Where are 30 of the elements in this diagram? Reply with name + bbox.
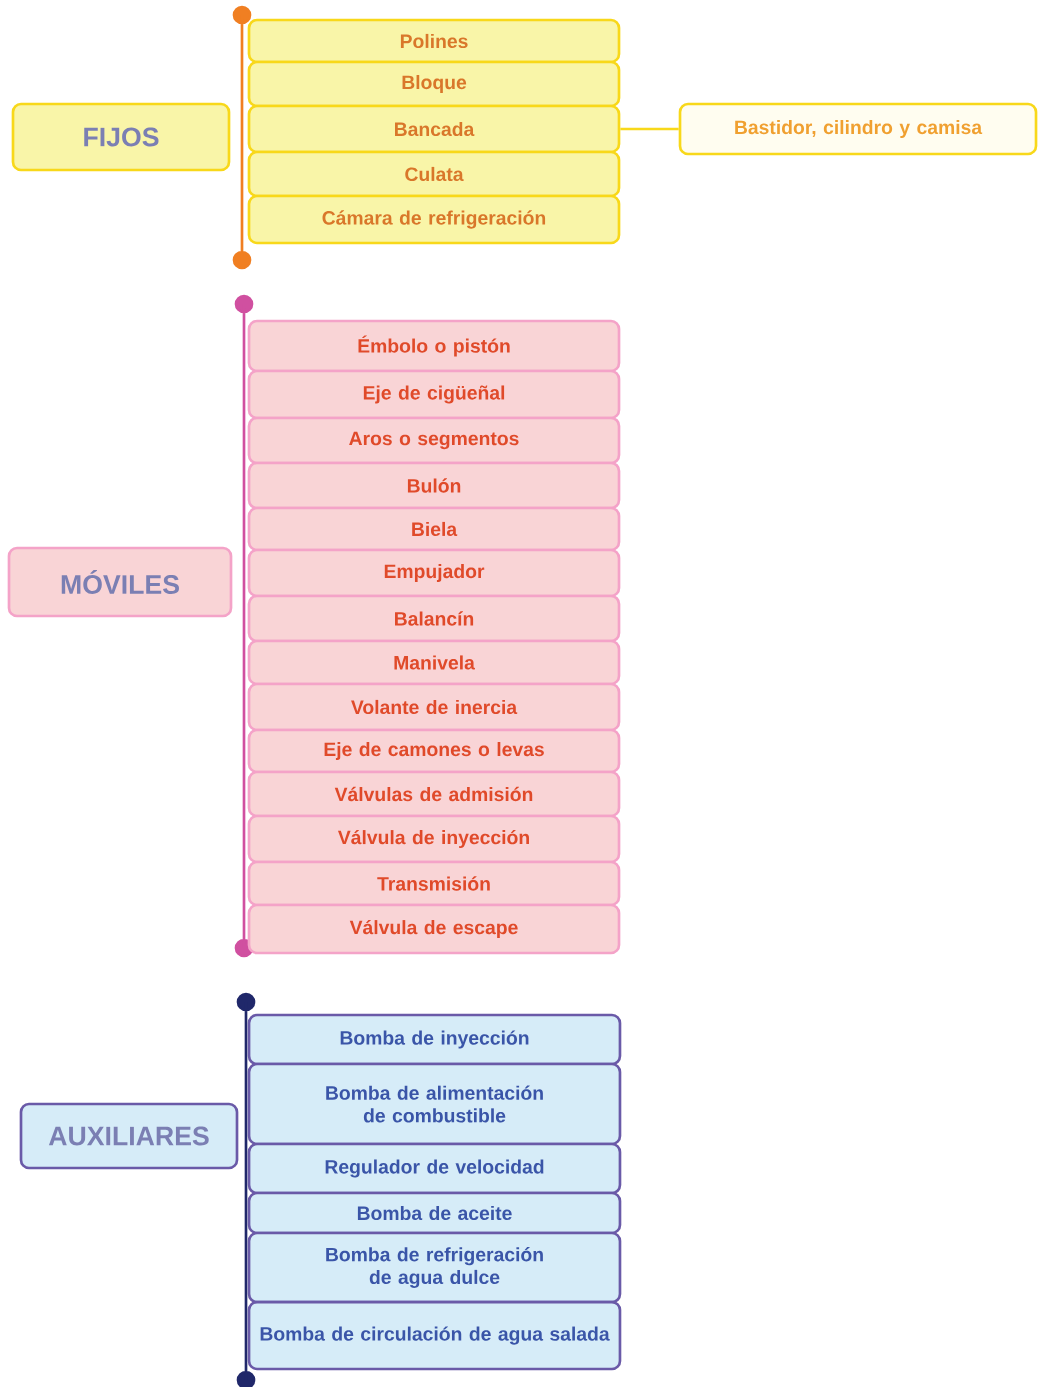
part-box: Aros o segmentos <box>247 416 621 465</box>
part-box: Polines <box>247 18 621 64</box>
category-box: MÓVILES <box>7 546 233 618</box>
category-box: FIJOS <box>11 102 231 172</box>
part-box: Bomba de refrigeración de agua dulce <box>247 1231 622 1304</box>
part-box: Válvula de inyección <box>247 814 621 864</box>
part-box: Transmisión <box>247 860 621 907</box>
part-box: Bomba de circulación de agua salada <box>247 1300 622 1371</box>
part-box: Émbolo o pistón <box>247 319 621 373</box>
part-box: Bomba de aceite <box>247 1191 622 1235</box>
part-box: Bulón <box>247 461 621 510</box>
part-box: Bloque <box>247 60 621 108</box>
part-box: Bomba de alimentación de combustible <box>247 1062 622 1146</box>
part-box: Cámara de refrigeración <box>247 194 621 245</box>
part-box: Válvula de escape <box>247 903 621 955</box>
part-box: Empujador <box>247 548 621 598</box>
part-box: Eje de camones o levas <box>247 728 621 774</box>
part-box: Bastidor, cilindro y camisa <box>678 102 1038 156</box>
part-box: Bomba de inyección <box>247 1013 622 1066</box>
category-box: AUXILIARES <box>19 1102 239 1170</box>
part-box: Válvulas de admisión <box>247 770 621 818</box>
part-box: Volante de inercia <box>247 682 621 732</box>
part-box: Balancín <box>247 594 621 643</box>
part-box: Culata <box>247 150 621 198</box>
part-box: Bancada <box>247 104 621 154</box>
part-box: Eje de cigüeñal <box>247 369 621 420</box>
part-box: Regulador de velocidad <box>247 1142 622 1195</box>
part-box: Biela <box>247 506 621 552</box>
connector-line <box>620 127 679 131</box>
part-box: Manivela <box>247 639 621 686</box>
